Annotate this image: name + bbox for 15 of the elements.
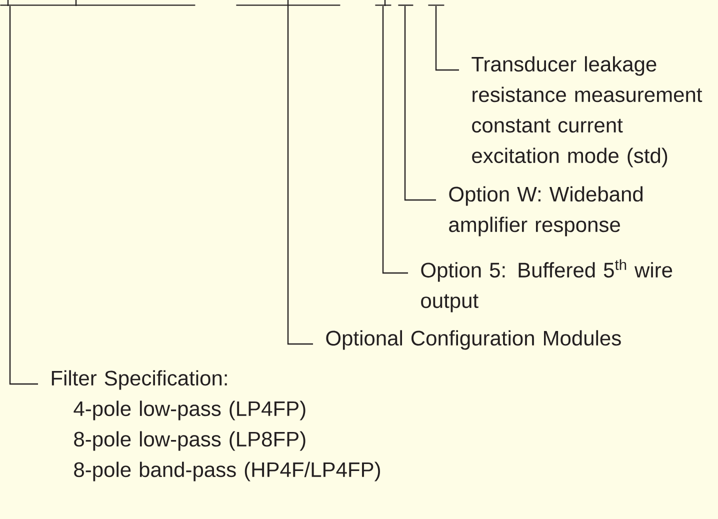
underline-bar <box>398 4 414 6</box>
option-label: Option W: Wideband amplifier response <box>449 186 643 236</box>
underline-bar <box>428 4 444 6</box>
option-label: Option 5: Buffered 5$^{th}$ wire output <box>421 259 672 312</box>
leader-line <box>382 6 408 274</box>
leader-line <box>404 6 436 201</box>
option-label: Filter Specification: 4-pole low-pass (LP4FP) 8-pole low-pass (LP8FP) 8-pole band-pass (HP4F/LP4FP) <box>52 370 380 482</box>
underline-bar <box>375 4 392 6</box>
underline-bar <box>236 4 340 6</box>
leader-line <box>9 6 38 385</box>
leader-line <box>287 6 313 345</box>
option-label: Transducer leakage resistance measurement constant current excitation mode (std) <box>472 56 702 168</box>
option-label: Optional Configuration Modules <box>326 330 621 350</box>
underline-bar <box>0 4 196 6</box>
leader-line <box>435 6 459 71</box>
